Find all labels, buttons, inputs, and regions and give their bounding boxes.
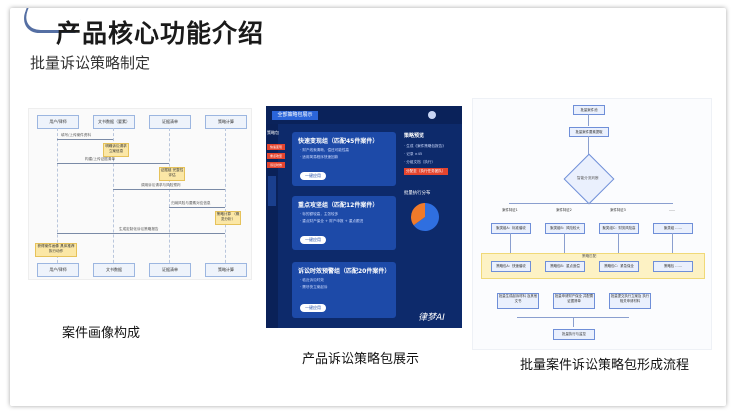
page-subtitle: 批量诉讼策略制定 <box>30 54 151 72</box>
message-arrow <box>57 233 225 234</box>
message-label: 归纳风险与要素对应信息 <box>171 201 211 205</box>
card-title: 重点攻坚组（匹配12件案件） <box>298 202 379 209</box>
lifeline <box>225 128 226 268</box>
step-box: 证据链 完整性评估 <box>159 167 185 181</box>
result-box: 获得案件画像 具体推荐执行动作 <box>35 243 77 257</box>
lane-head: 文书数据（要素） <box>93 115 135 129</box>
group-box: 聚类组A：标准催收 <box>491 223 531 234</box>
card-line: · 财产线索清晰，偿还可能性高 <box>300 148 350 152</box>
strategy-card[interactable]: 诉讼时效预警组（匹配20件案件） · 临近诉讼时效 · 需尽快立案起诉 一键应用 <box>292 262 396 318</box>
lane-head: 证据清单 <box>149 115 191 129</box>
strategy-card[interactable]: 重点攻坚组（匹配12件案件） · 标的额较高，主张较多 · 重点财产保全 + 财… <box>292 196 396 250</box>
pie-slice <box>411 203 425 226</box>
card-title: 诉讼时效预警组（匹配20件案件） <box>298 268 391 275</box>
flow-line <box>588 114 589 126</box>
flow-step: 批量案件要素提取 <box>569 127 609 137</box>
slide: 产品核心功能介绍 批量诉讼策略制定 用户/律师 文书数据（要素） 证据清单 策略… <box>10 8 726 406</box>
batch-flow-diagram: 批量案件池 批量案件要素提取 智能分流判断 案件特征1 案件特征2 案件特征3 … <box>472 98 712 350</box>
branch-label: …… <box>668 208 676 212</box>
message-arrow <box>57 163 169 164</box>
side-button-timeout[interactable]: 诉讼时效 <box>267 162 285 168</box>
band-label: 策略匹配 <box>582 254 597 258</box>
page-title: 产品核心功能介绍 <box>56 19 265 48</box>
card-line: · 标的额较高，主张较多 <box>300 212 339 216</box>
caption-case-profile: 案件画像构成 <box>62 326 141 341</box>
caption-strategy-pack: 产品诉讼策略包展示 <box>302 352 420 367</box>
preview-line: · 记录 ×45 <box>404 152 423 156</box>
strategy-box: 策略包B：重点追偿 <box>545 261 585 272</box>
message-label: 填写/上传案件资料 <box>61 133 91 137</box>
flow-line <box>618 233 619 253</box>
side-button-quick[interactable]: 快速变现 <box>267 144 285 150</box>
side-panel: 策略包 快速变现 重点攻坚 诉讼时效 <box>266 124 285 328</box>
strategy-pack-screen: 全部策略包展示 策略包 快速变现 重点攻坚 诉讼时效 快速变现组（匹配45件案件… <box>266 106 462 328</box>
flow-end: 批量执行与监控 <box>553 329 595 340</box>
lane-foot: 证据清单 <box>149 263 191 277</box>
pie-chart <box>411 203 439 231</box>
group-box: 聚类组C：财务风险高 <box>599 223 639 234</box>
side-button-focus[interactable]: 重点攻坚 <box>267 153 285 159</box>
flow-line <box>510 233 511 253</box>
flow-line <box>672 233 673 253</box>
apply-button[interactable]: 一键应用 <box>300 172 326 180</box>
step-box: 策略计算 （概览分析） <box>215 211 241 225</box>
lane-foot: 用户/律师 <box>37 263 79 277</box>
side-label: 策略包 <box>267 130 279 135</box>
strategy-box: 策略包 …… <box>653 261 693 272</box>
flow-line <box>509 203 673 204</box>
message-arrow <box>169 207 225 208</box>
preview-line: · 分组文档（执行） <box>404 160 436 164</box>
pie-slice <box>413 203 439 231</box>
decision-label: 智能分流判断 <box>577 176 599 180</box>
message-label: 生成定制化诉讼策略报告 <box>119 227 159 231</box>
card-line: · 需尽快立案起诉 <box>300 285 328 289</box>
chart-title: 批量执行分布 <box>404 191 431 196</box>
side-block <box>268 176 276 206</box>
strategy-box: 策略包A：快速催收 <box>491 261 531 272</box>
lane-head: 用户/律师 <box>37 115 79 129</box>
branch-label: 案件特征3 <box>610 208 626 212</box>
flow-start: 批量案件池 <box>573 105 605 115</box>
preview-line: · 生成《案件策略包报告》 <box>404 144 446 148</box>
lifeline <box>169 128 170 268</box>
output-box: 批量申请财产保全 并配置证据清单 <box>553 293 595 309</box>
lane-foot: 文书数据 <box>93 263 135 277</box>
output-box: 批量提交执行立案及 执行相关申请材料 <box>609 293 651 309</box>
avatar[interactable] <box>428 111 436 119</box>
preview-panel: 策略预览 · 生成《案件策略包报告》 · 记录 ×45 · 分组文档（执行） 分… <box>404 132 458 282</box>
branch-label: 案件特征2 <box>556 208 572 212</box>
branch-label: 案件特征1 <box>502 208 518 212</box>
assign-tag[interactable]: 分配至（执行任务团队） <box>404 168 448 175</box>
apply-button[interactable]: 一键应用 <box>300 304 326 312</box>
card-line: · 临近诉讼时效 <box>300 278 324 282</box>
lane-head: 策略计算 <box>205 115 247 129</box>
flow-line <box>573 317 574 327</box>
logo: 律梦AI <box>418 313 445 323</box>
card-line: · 适用简易程序快速回款 <box>300 155 339 159</box>
message-arrow <box>113 189 225 190</box>
apply-button[interactable]: 一键应用 <box>300 236 326 244</box>
preview-title: 策略预览 <box>404 133 425 139</box>
lifeline <box>113 128 114 268</box>
lane-foot: 策略计算 <box>205 263 247 277</box>
screen-header: 全部策略包展示 <box>266 106 462 124</box>
card-title: 快速变现组（匹配45件案件） <box>298 138 379 145</box>
caption-batch-flow: 批量案件诉讼策略包形成流程 <box>520 358 690 373</box>
group-box: 聚类组 …… <box>653 223 693 234</box>
strategy-card[interactable]: 快速变现组（匹配45件案件） · 财产线索清晰，偿还可能性高 · 适用简易程序快… <box>292 132 396 186</box>
flow-line <box>564 233 565 253</box>
card-line: · 重点财产保全 + 财产申报 + 重点跟进 <box>300 219 364 223</box>
message-label: 调用诉讼请求与风险预判 <box>141 183 181 187</box>
message-arrow <box>57 139 113 140</box>
lifeline <box>57 128 58 268</box>
case-profile-diagram: 用户/律师 文书数据（要素） 证据清单 策略计算 填写/上传案件资料 明确诉讼请… <box>28 108 252 280</box>
tab-all-packs[interactable]: 全部策略包展示 <box>272 111 318 120</box>
group-box: 聚类组B：风险较大 <box>545 223 585 234</box>
message-label: 构建/上传证据清单 <box>85 157 115 161</box>
strategy-box: 策略包C：紧急保全 <box>599 261 639 272</box>
step-box: 明确诉讼请求 立案信息 <box>103 143 129 157</box>
output-box: 批量生成起诉材料 及其他文书 <box>497 293 539 309</box>
flow-line <box>588 136 589 160</box>
